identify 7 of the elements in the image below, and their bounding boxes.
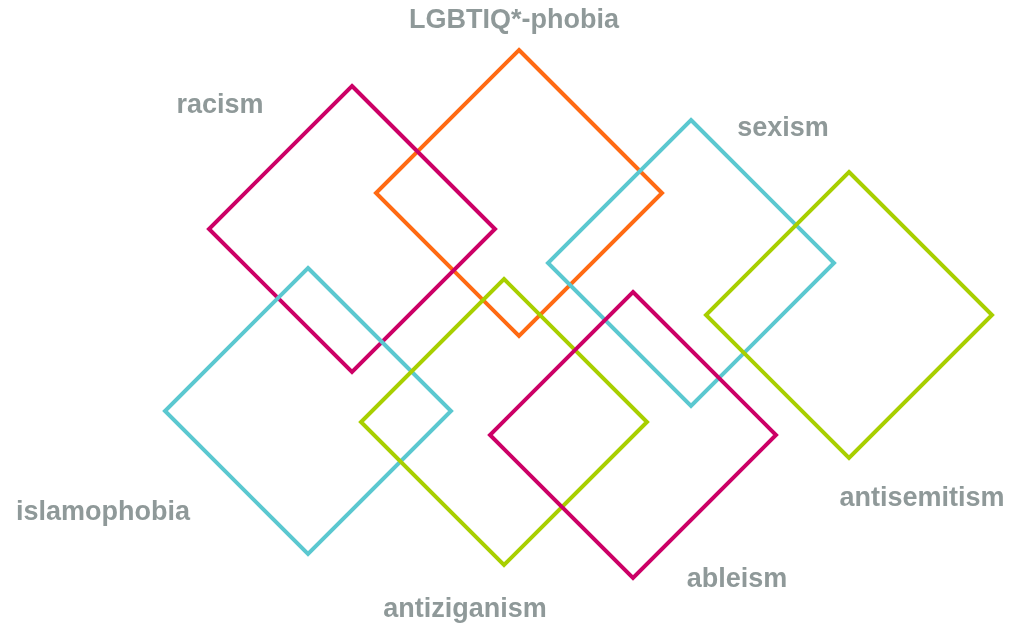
category-label: islamophobia [16,497,190,525]
category-label: ableism [686,564,788,592]
category-label: antisemitism [839,483,1005,511]
category-label: antiziganism [383,594,547,622]
category-label: LGBTIQ*-phobia [409,5,619,33]
category-label: sexism [737,113,829,141]
category-label: racism [176,90,264,118]
